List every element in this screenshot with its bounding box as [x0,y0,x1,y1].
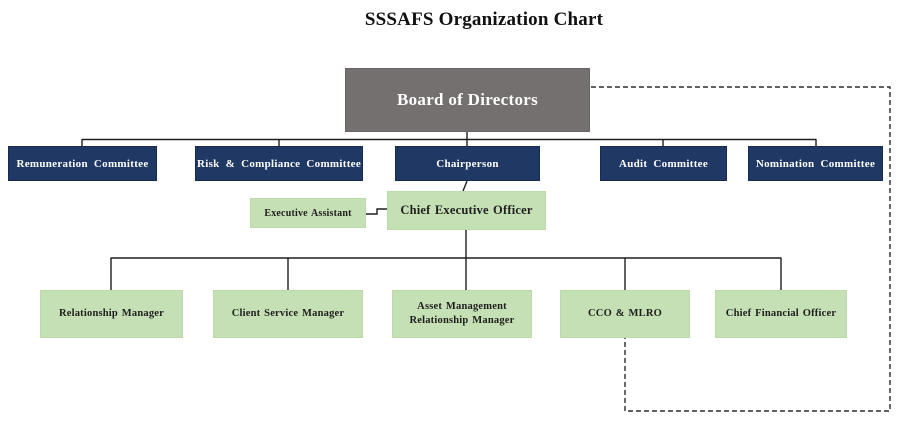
client-service-manager-label: Client Service Manager [231,308,345,320]
org-node-client-service-manager: Client Service Manager [213,290,363,338]
chief-executive-officer-label: Chief Executive Officer [400,203,533,218]
risk-compliance-committee-label: Risk & Compliance Committee [196,157,362,170]
org-node-nomination-committee: Nomination Committee [748,146,883,181]
org-node-executive-assistant: Executive Assistant [250,198,366,228]
org-node-cco-mlro: CCO & MLRO [560,290,690,338]
cco-mlro-label: CCO & MLRO [588,308,662,320]
org-node-chief-financial-officer: Chief Financial Officer [715,290,847,338]
remuneration-committee-label: Remuneration Committee [16,157,149,170]
org-node-chairperson: Chairperson [395,146,540,181]
executive-assistant-label: Executive Assistant [264,207,352,219]
audit-committee-label: Audit Committee [618,157,709,170]
org-node-asset-management-relationship-manager: Asset Management Relationship Manager [392,290,532,338]
chairperson-label: Chairperson [436,157,499,170]
org-node-board-of-directors: Board of Directors [345,68,590,132]
chief-financial-officer-label: Chief Financial Officer [725,308,837,320]
nomination-committee-label: Nomination Committee [755,157,876,170]
org-node-remuneration-committee: Remuneration Committee [8,146,157,181]
dashed-reporting-line [591,86,891,412]
asset-management-relationship-manager-label: Asset Management Relationship Manager [409,301,515,326]
org-node-chief-executive-officer: Chief Executive Officer [387,191,546,230]
org-node-audit-committee: Audit Committee [600,146,727,181]
board-of-directors-label: Board of Directors [396,90,539,109]
relationship-manager-label: Relationship Manager [58,308,165,320]
org-node-risk-compliance-committee: Risk & Compliance Committee [195,146,363,181]
chart-title: SSSAFS Organization Chart [364,9,604,30]
org-node-relationship-manager: Relationship Manager [40,290,183,338]
